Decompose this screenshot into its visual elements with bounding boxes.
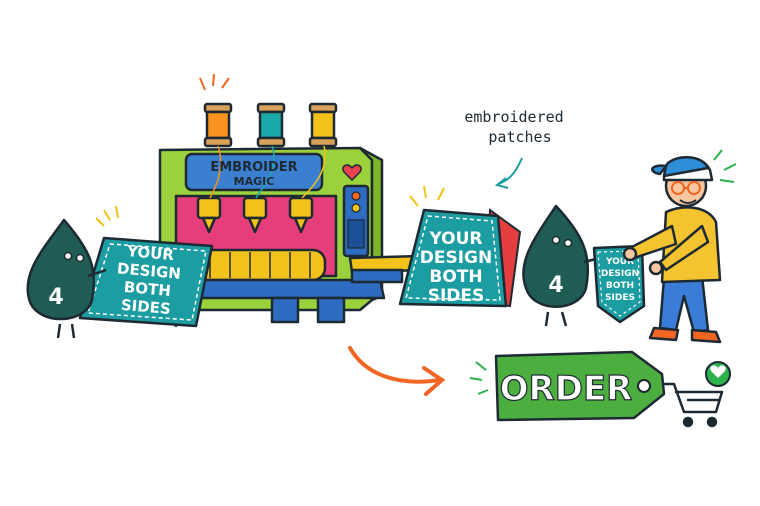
patch-output bbox=[398, 208, 522, 308]
spark-lines bbox=[199, 73, 230, 91]
heart-badge-icon bbox=[705, 361, 731, 387]
order-label: ORDER bbox=[500, 369, 633, 409]
patch-left-line4: SIDES bbox=[120, 296, 171, 318]
annotation-line1: embroidered bbox=[464, 108, 563, 126]
pennant-line2: DESIGN bbox=[601, 269, 639, 279]
mascot-right-number: 4 bbox=[548, 273, 563, 298]
patch-entering-text: YOUR DESIGN BOTH SIDES bbox=[116, 242, 181, 318]
patch-left-line1: YOUR bbox=[125, 242, 175, 264]
patch-right-line1: YOUR bbox=[428, 229, 482, 249]
needle-heads bbox=[196, 196, 314, 234]
machine-label-line2: MAGIC bbox=[234, 175, 275, 188]
patch-right-line3: BOTH bbox=[429, 267, 482, 287]
shopping-cart-icon[interactable] bbox=[662, 382, 724, 428]
annotation-line2: patches bbox=[488, 128, 551, 146]
patch-left-line2: DESIGN bbox=[116, 259, 181, 283]
heart-icon bbox=[342, 164, 362, 181]
patch-right-line2: DESIGN bbox=[420, 248, 492, 268]
patch-left-line3: BOTH bbox=[123, 278, 171, 300]
spark-lines bbox=[95, 205, 119, 227]
patch-right-line4: SIDES bbox=[428, 286, 485, 306]
curved-arrow-icon bbox=[348, 346, 446, 396]
person bbox=[622, 149, 737, 344]
machine-label-line1: EMBROIDER bbox=[210, 160, 297, 175]
mascot-right bbox=[522, 204, 601, 327]
annotation-arrow bbox=[494, 157, 523, 189]
mascot-left bbox=[26, 205, 119, 339]
embroidery-machine bbox=[148, 73, 426, 324]
pennant-line3: BOTH bbox=[606, 281, 634, 291]
spark-lines bbox=[469, 361, 489, 395]
spark-lines bbox=[409, 185, 445, 207]
thread-spools bbox=[203, 102, 338, 148]
pennant-line1: YOUR bbox=[605, 257, 634, 267]
order-button[interactable]: ORDER bbox=[469, 350, 666, 422]
spark-lines bbox=[713, 149, 737, 183]
pennant-line4: SIDES bbox=[605, 293, 635, 303]
mascot-left-number: 4 bbox=[48, 285, 63, 310]
